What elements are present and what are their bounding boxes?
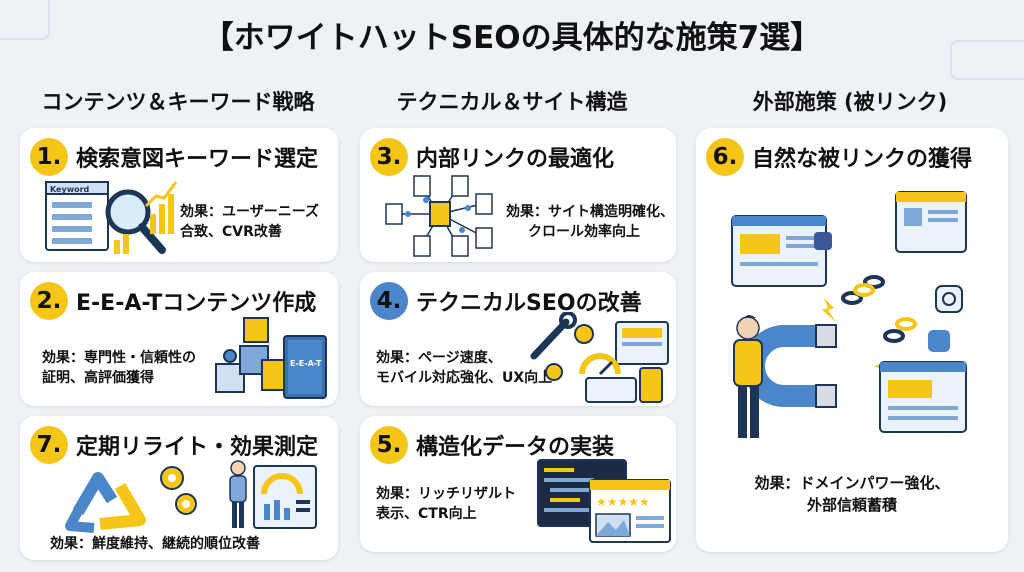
document-network-icon: [385, 175, 493, 257]
card-natural-backlinks: 6. 自然な被リンクの獲得: [696, 128, 1008, 552]
card-title: テクニカルSEOの改善: [416, 291, 642, 316]
card-technical-seo: 4. テクニカルSEOの改善 効果：ページ速度、 モバイル対応強化、UX向上: [360, 272, 676, 406]
keyword-doc-label: Keyword: [50, 185, 90, 194]
card-title: E-E-A-Tコンテンツ作成: [76, 291, 317, 316]
wrench-gears-devices-icon: [530, 312, 669, 403]
step-number: 7.: [30, 426, 68, 464]
page-title: 【ホワイトハットSEOの具体的な施策7選】: [202, 20, 822, 56]
svg-text:★★★★★: ★★★★★: [596, 495, 650, 509]
bg-decoration: [0, 0, 50, 40]
card-structured-data: 5. 構造化データの実装 効果：リッチリザルト 表示、CTR向上 ★★★★★: [360, 416, 676, 552]
card-effect: 効果：鮮度維持、継続的順位改善: [50, 536, 260, 552]
column-heading-external: 外部施策 (被リンク): [752, 90, 948, 114]
step-number: 6.: [706, 138, 744, 176]
card-keyword-selection: 1. 検索意図キーワード選定 Keyword 効果：ユーザーニーズ 合致、CVR…: [20, 128, 338, 262]
book-label: E-E-A-T: [290, 359, 322, 368]
card-effect: 効果：ドメインパワー強化、 外部信頼蓄積: [754, 474, 950, 514]
card-effect: 効果：サイト構造明確化、 クロール効率向上: [506, 204, 674, 240]
magnet-backlinks-icon: [731, 191, 967, 438]
column-heading-technical: テクニカル＆サイト構造: [396, 90, 628, 114]
recycle-gears-dashboard-icon: [65, 460, 317, 533]
code-window-rich-result-icon: ★★★★★: [537, 459, 671, 543]
card-title: 定期リライト・効果測定: [76, 435, 319, 460]
step-number: 1.: [30, 138, 68, 176]
blocks-book-icon: E-E-A-T: [215, 317, 327, 399]
card-effect: 効果：リッチリザルト 表示、CTR向上: [376, 486, 516, 522]
column-heading-content: コンテンツ＆キーワード戦略: [41, 90, 315, 114]
step-number: 5.: [370, 426, 408, 464]
card-rewrite-measure: 7. 定期リライト・効果測定 効果：鮮度維持、継続的順位改善: [20, 416, 338, 560]
card-title: 自然な被リンクの獲得: [752, 147, 973, 172]
card-eeat-content: 2. E-E-A-Tコンテンツ作成 効果：専門性・信頼性の 証明、高評価獲得 E…: [20, 272, 338, 406]
magnifier-keyword-chart-icon: Keyword: [45, 181, 178, 254]
step-number: 4.: [370, 282, 408, 320]
card-effect: 効果：専門性・信頼性の 証明、高評価獲得: [42, 350, 196, 386]
card-title: 構造化データの実装: [416, 435, 615, 460]
step-number: 3.: [370, 138, 408, 176]
card-title: 検索意図キーワード選定: [76, 147, 319, 172]
bg-decoration: [950, 40, 1024, 80]
card-effect: 効果：ページ速度、 モバイル対応強化、UX向上: [376, 350, 553, 386]
card-effect: 効果：ユーザーニーズ 合致、CVR改善: [180, 204, 320, 240]
card-title: 内部リンクの最適化: [416, 147, 615, 172]
card-internal-links: 3. 内部リンクの最適化 効果：サイト構造明確化、 クロール効率向上: [360, 128, 676, 262]
step-number: 2.: [30, 282, 68, 320]
